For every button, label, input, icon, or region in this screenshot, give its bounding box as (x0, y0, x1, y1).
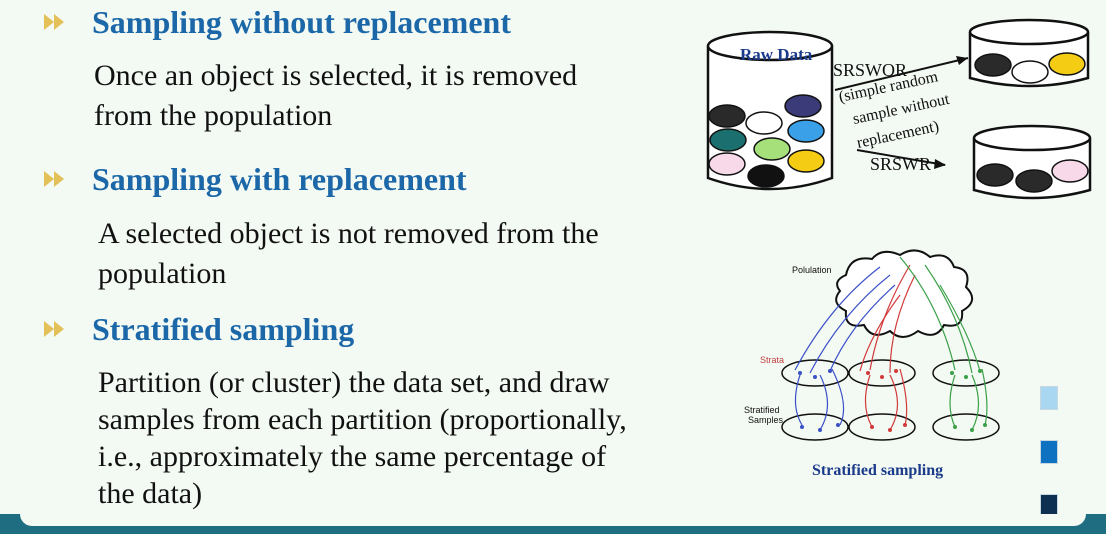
raw-data-label: Raw Data (740, 45, 813, 64)
decor-square-mid (1040, 440, 1058, 464)
sample-ellipses (781, 413, 1000, 441)
bullet-2: Sampling with replacement (44, 163, 467, 195)
body-line: samples from each partition (proportiona… (98, 403, 627, 436)
blue-strata-lines (794, 266, 896, 431)
body-line: from the population (94, 99, 333, 132)
bullet-heading: Stratified sampling (92, 311, 355, 347)
srswor-label: SRSWOR (833, 60, 907, 80)
srswr-sample-cylinder (972, 124, 1092, 200)
body-line: i.e., approximately the same percentage … (98, 440, 607, 473)
body-line: Once an object is selected, it is remove… (94, 59, 578, 92)
double-arrow-icon (44, 14, 64, 30)
srswr-label: SRSWR (870, 154, 931, 174)
bullet-heading: Sampling without replacement (92, 4, 511, 40)
body-line: A selected object is not removed from th… (98, 217, 599, 250)
bullet-body: Partition (or cluster) the data set, and… (98, 364, 627, 512)
srswr-arrow (856, 149, 946, 169)
srswor-sample-cylinder (968, 18, 1090, 88)
bullet-1: Sampling without replacement (44, 6, 511, 38)
sampling-diagram: Raw Data SRSWOR (simple random sample wi… (706, 18, 1092, 200)
bottom-bar (0, 514, 1106, 534)
stratified-diagram: Polulation Strata Stratified Samples (744, 249, 1000, 479)
srswor-arrow (834, 56, 969, 91)
body-line: the data) (98, 477, 203, 510)
decor-square-light (1040, 386, 1058, 410)
bullet-body: Once an object is selected, it is remove… (94, 56, 577, 136)
bullet-heading: Sampling with replacement (92, 161, 467, 197)
strata-dots (798, 369, 987, 432)
population-label: Polulation (792, 265, 832, 275)
raw-data-balls (708, 94, 825, 188)
strata-label: Strata (760, 355, 784, 365)
bullet-body: A selected object is not removed from th… (98, 214, 599, 294)
red-strata-lines (859, 264, 916, 431)
body-line: population (98, 257, 227, 290)
stratified-caption: Stratified sampling (812, 462, 943, 479)
bullet-3: Stratified sampling (44, 313, 354, 345)
population-cloud (835, 249, 973, 338)
stratified-samples-label-1: Stratified (744, 405, 780, 415)
green-strata-lines (899, 256, 988, 431)
body-line: Partition (or cluster) the data set, and… (98, 366, 610, 399)
stratified-samples-label-2: Samples (748, 415, 784, 425)
strata-ellipses (781, 359, 1000, 387)
double-arrow-icon (44, 321, 64, 337)
double-arrow-icon (44, 171, 64, 187)
